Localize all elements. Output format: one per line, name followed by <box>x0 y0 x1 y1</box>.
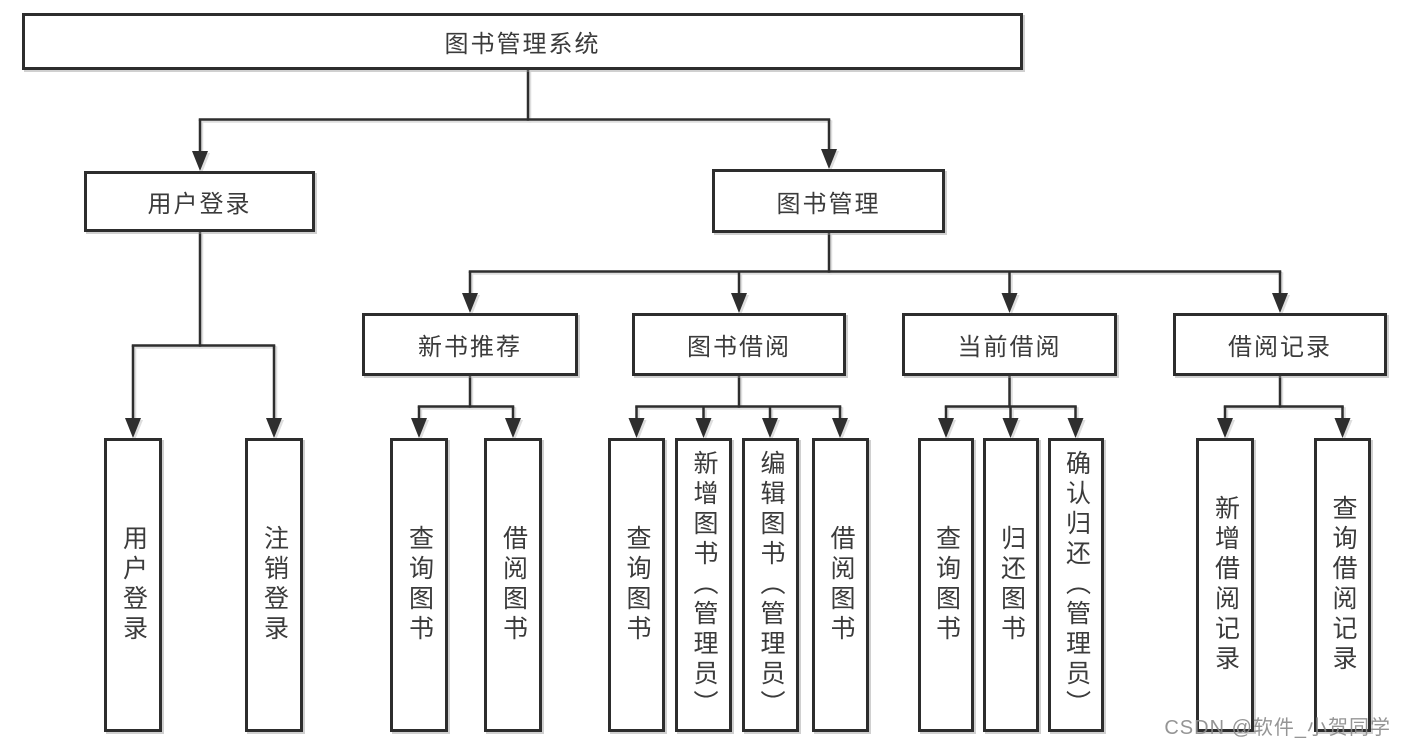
arrow-down-icon <box>832 418 848 438</box>
node-label: 新增借阅记录 <box>1211 495 1240 675</box>
node-book-borrowing: 图书借阅 <box>632 313 846 376</box>
node-label: 归还图书 <box>997 525 1026 645</box>
node-label: 当前借阅 <box>957 334 1062 361</box>
node-label: 图书管理系统 <box>444 31 601 58</box>
watermark: CSDN @软件_小贺同学 <box>1164 717 1391 739</box>
node-label: 新增图书（管理员） <box>690 450 718 720</box>
node-leaf-add-books-admin: 新增图书（管理员） <box>675 438 732 732</box>
arrow-down-icon <box>938 418 954 438</box>
node-label: 查询图书 <box>623 525 651 645</box>
node-label: 图书管理 <box>776 190 881 218</box>
node-label: 新书推荐 <box>418 334 522 361</box>
node-leaf-borrow-books-recommend: 借阅图书 <box>484 438 542 732</box>
node-label: 注销登录 <box>260 525 289 645</box>
node-leaf-edit-books-admin: 编辑图书（管理员） <box>742 438 799 732</box>
node-label: 查询图书 <box>405 525 434 645</box>
arrow-down-icon <box>1067 418 1084 438</box>
arrow-down-icon <box>1334 418 1351 438</box>
node-label: 图书借阅 <box>687 334 791 361</box>
node-label: 查询图书 <box>932 525 961 645</box>
node-label: 用户登录 <box>147 191 252 218</box>
node-label: 确认归还（管理员） <box>1062 450 1091 720</box>
arrow-down-icon <box>192 151 208 171</box>
node-borrowing-records: 借阅记录 <box>1173 313 1387 376</box>
node-current-borrowing: 当前借阅 <box>902 313 1117 376</box>
arrow-down-icon <box>762 418 778 438</box>
node-book-management: 图书管理 <box>712 169 945 233</box>
arrow-down-icon <box>411 418 427 438</box>
node-leaf-query-books-current: 查询图书 <box>918 438 974 732</box>
node-leaf-query-books-recommend: 查询图书 <box>390 438 448 732</box>
node-leaf-add-borrowing-record: 新增借阅记录 <box>1196 438 1254 732</box>
node-user-login: 用户登录 <box>84 171 315 232</box>
arrow-down-icon <box>695 418 712 438</box>
node-leaf-borrow-books: 借阅图书 <box>812 438 869 732</box>
node-library-management-system: 图书管理系统 <box>22 13 1023 70</box>
arrow-down-icon <box>1217 418 1233 438</box>
node-new-book-recommendation: 新书推荐 <box>362 313 578 376</box>
node-label: 编辑图书（管理员） <box>757 450 785 720</box>
arrow-down-icon <box>125 418 141 438</box>
arrow-down-icon <box>462 293 478 313</box>
node-label: 借阅记录 <box>1228 334 1332 361</box>
arrow-down-icon <box>628 418 645 438</box>
arrow-down-icon <box>1002 418 1019 438</box>
node-label: 查询借阅记录 <box>1329 495 1357 675</box>
node-label: 借阅图书 <box>499 525 528 645</box>
arrow-down-icon <box>1272 293 1288 313</box>
node-leaf-query-books-borrowing: 查询图书 <box>608 438 665 732</box>
node-leaf-return-books: 归还图书 <box>983 438 1039 732</box>
node-leaf-query-borrowing-record: 查询借阅记录 <box>1314 438 1371 732</box>
arrow-down-icon <box>266 418 282 438</box>
node-label: 借阅图书 <box>827 525 855 645</box>
node-leaf-user-login: 用户登录 <box>104 438 162 732</box>
node-leaf-confirm-return-admin: 确认归还（管理员） <box>1048 438 1104 732</box>
arrow-down-icon <box>821 149 837 169</box>
arrow-down-icon <box>505 418 521 438</box>
node-leaf-logout: 注销登录 <box>245 438 303 732</box>
arrow-down-icon <box>1001 293 1018 313</box>
node-label: 用户登录 <box>119 525 148 645</box>
arrow-down-icon <box>731 293 747 313</box>
